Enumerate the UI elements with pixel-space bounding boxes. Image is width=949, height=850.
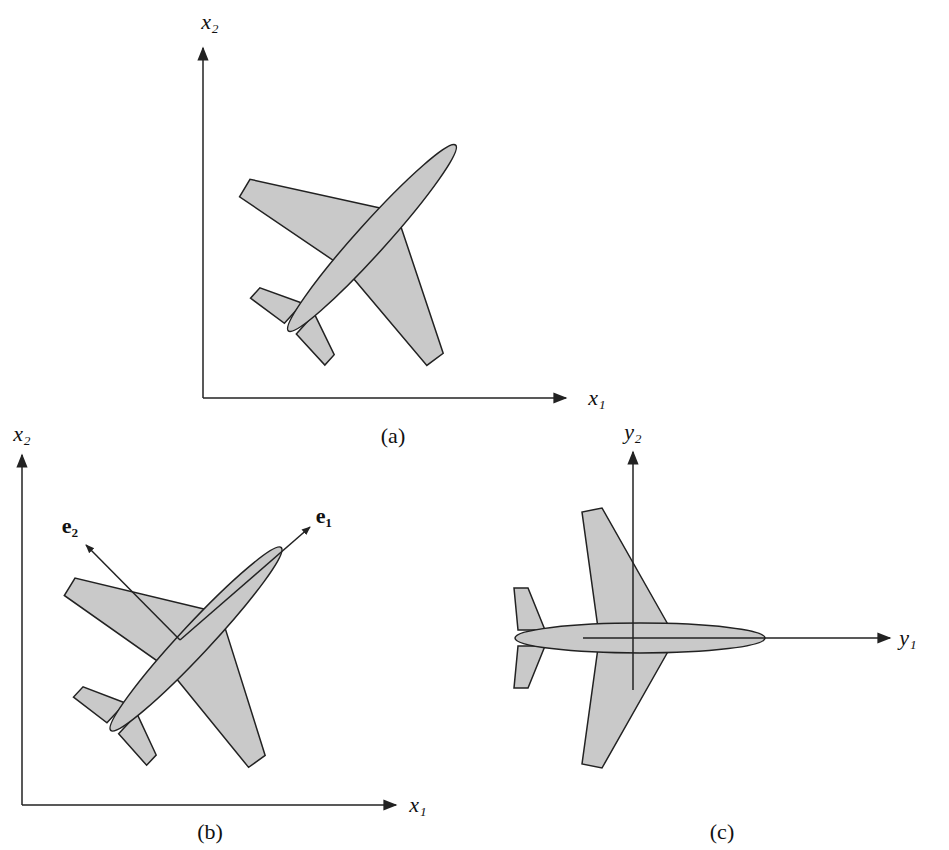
axis-label: y₁ bbox=[899, 627, 916, 649]
axis-label: x₁ bbox=[409, 794, 426, 816]
panel-label: (a) bbox=[381, 425, 405, 447]
axis-label: x₂ bbox=[201, 11, 218, 33]
axis-label: x₂ bbox=[13, 423, 30, 445]
axis-label: y₂ bbox=[624, 421, 641, 443]
basis-label: e₂ bbox=[62, 515, 78, 537]
panel-c bbox=[514, 452, 890, 768]
panel-b bbox=[15, 455, 396, 820]
basis-label: e₁ bbox=[316, 505, 332, 527]
panel-a bbox=[191, 48, 566, 419]
panel-label: (c) bbox=[710, 821, 734, 843]
axis-label: x₁ bbox=[588, 387, 605, 409]
panel-label: (b) bbox=[197, 821, 223, 843]
